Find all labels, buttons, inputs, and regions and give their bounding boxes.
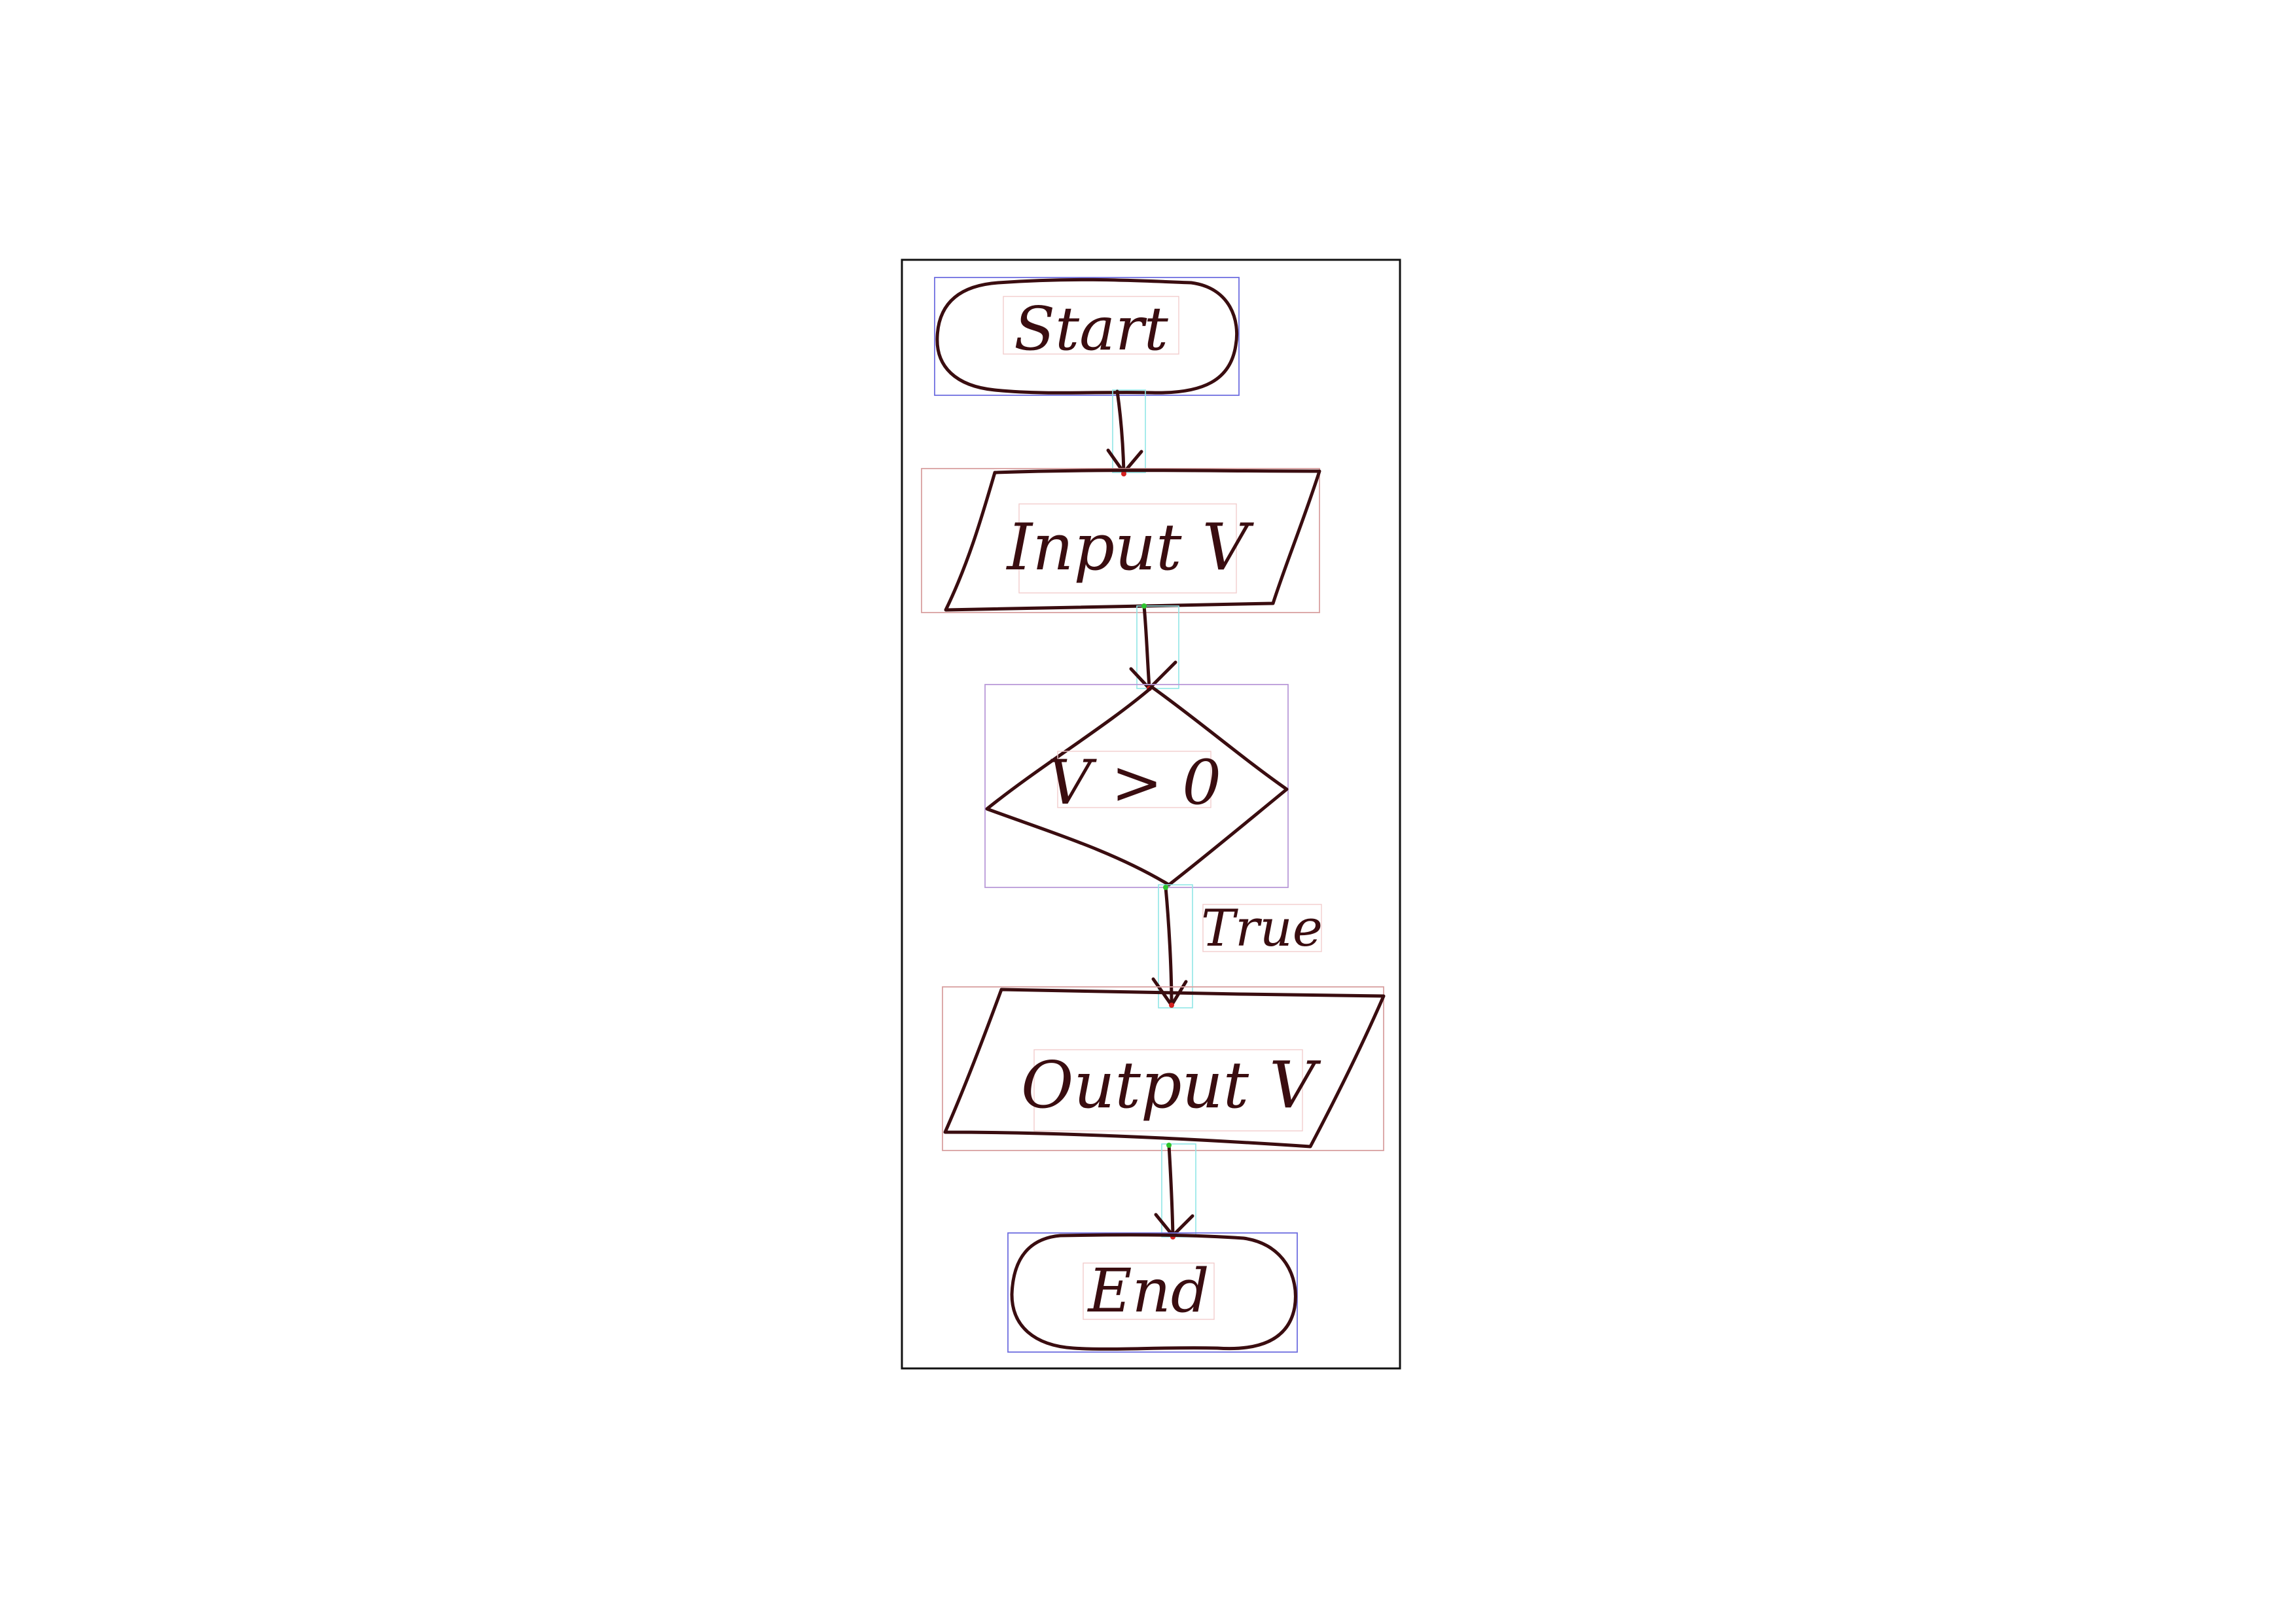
arrow-decision-output-bbox — [1158, 884, 1193, 1008]
arrow-decision-output-head-marker — [1169, 1003, 1174, 1008]
start-label-bbox — [1003, 296, 1179, 355]
edge-label-true: True — [1201, 899, 1323, 958]
output-label-bbox — [1033, 1049, 1303, 1132]
start-node-bbox — [934, 277, 1240, 396]
arrow-start-input-head-marker — [1121, 471, 1126, 476]
edge-label-true-bbox — [1202, 904, 1322, 952]
arrow-decision-output-tail-marker — [1163, 885, 1168, 890]
arrow-output-end — [1167, 1143, 1175, 1238]
end-label-bbox — [1083, 1262, 1215, 1320]
input-label-bbox — [1018, 503, 1237, 594]
arrow-output-end-bbox — [1161, 1143, 1196, 1238]
start-label: Start — [1014, 294, 1169, 364]
arrow-decision-output — [1164, 885, 1174, 1007]
end-label: End — [1086, 1256, 1209, 1326]
output-node-bbox — [942, 986, 1384, 1151]
decision-label-bbox — [1057, 751, 1211, 808]
decision-label: V > 0 — [1047, 747, 1221, 819]
arrow-start-input — [1115, 389, 1126, 474]
diagram-frame — [901, 259, 1401, 1370]
end-node-bbox — [1007, 1232, 1298, 1353]
output-label: Output V — [1021, 1048, 1321, 1123]
input-label: Input V — [1006, 510, 1255, 585]
input-node-shape — [944, 469, 1321, 612]
arrow-input-decision — [1142, 604, 1151, 689]
decision-node-bbox — [984, 684, 1289, 888]
arrow-output-end-tail-marker — [1166, 1143, 1172, 1148]
arrow-input-decision-tail-marker — [1141, 603, 1147, 609]
arrow-input-decision-bbox — [1136, 605, 1179, 689]
input-node-bbox — [921, 468, 1320, 613]
decision-node-shape — [985, 685, 1289, 887]
end-node-shape — [1010, 1233, 1297, 1351]
arrow-start-input-bbox — [1112, 389, 1146, 473]
output-node-shape — [943, 988, 1386, 1149]
start-node-shape — [935, 277, 1239, 395]
